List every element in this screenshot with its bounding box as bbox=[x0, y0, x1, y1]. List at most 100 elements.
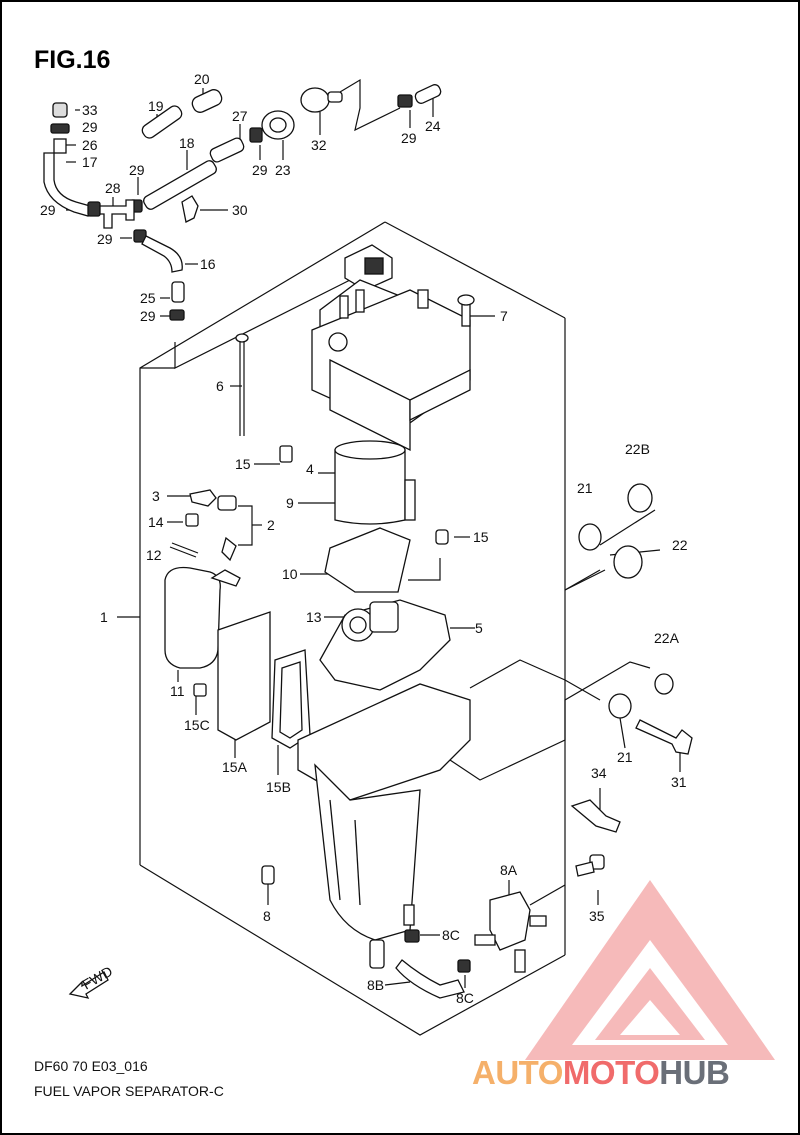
callout-14: 14 bbox=[148, 514, 164, 530]
callout-8c: 8C bbox=[456, 990, 474, 1006]
callout-29: 29 bbox=[97, 231, 113, 247]
callout-35: 35 bbox=[589, 908, 605, 924]
float-11-icon bbox=[164, 566, 221, 669]
callout-29: 29 bbox=[82, 119, 98, 135]
hose-16-icon bbox=[141, 235, 183, 273]
callout-8: 8 bbox=[263, 908, 271, 924]
hose-27-icon bbox=[209, 137, 245, 163]
mount-22-icon bbox=[613, 545, 643, 579]
callout-3: 3 bbox=[152, 488, 160, 504]
clamp-8c-icon bbox=[457, 959, 471, 973]
hose-25-icon bbox=[171, 281, 185, 303]
screw-15-icon bbox=[279, 445, 293, 463]
fwd-label: FWD bbox=[80, 963, 116, 993]
callout-24: 24 bbox=[425, 118, 441, 134]
clamp-29-icon bbox=[397, 94, 413, 108]
callout-18: 18 bbox=[179, 135, 195, 151]
callout-27: 27 bbox=[232, 108, 248, 124]
vent-hose-group bbox=[43, 84, 442, 321]
callout-12: 12 bbox=[146, 547, 162, 563]
callout-9: 9 bbox=[286, 495, 294, 511]
callout-31: 31 bbox=[671, 774, 687, 790]
callout-29: 29 bbox=[40, 202, 56, 218]
separator-flange-icon bbox=[297, 683, 471, 801]
figure-title: FIG.16 bbox=[34, 46, 111, 74]
lever-3-icon bbox=[189, 489, 217, 507]
washer-22a-icon bbox=[654, 673, 674, 695]
plate-15a-icon bbox=[217, 611, 271, 741]
callout-8c: 8C bbox=[442, 927, 460, 943]
callout-8b: 8B bbox=[367, 977, 384, 993]
callout-8a: 8A bbox=[500, 862, 518, 878]
clamp-29-icon bbox=[50, 123, 70, 134]
separator-body-group bbox=[261, 683, 471, 999]
callout-22b: 22B bbox=[625, 441, 650, 457]
figure-code: DF60 70 E03_016 bbox=[34, 1058, 148, 1074]
callout-labels: 33 29 26 17 19 20 27 18 29 23 32 29 24 2… bbox=[40, 71, 688, 1006]
fitting-8a-icon bbox=[489, 891, 531, 951]
grommet-21-icon bbox=[608, 693, 632, 719]
clip-34-icon bbox=[570, 799, 621, 833]
callout-6: 6 bbox=[216, 378, 224, 394]
clip-30-icon bbox=[181, 195, 199, 223]
callout-15b: 15B bbox=[266, 779, 291, 795]
gasket-10-icon bbox=[324, 527, 411, 593]
callout-20: 20 bbox=[194, 71, 210, 87]
callout-13: 13 bbox=[306, 609, 322, 625]
callout-11: 11 bbox=[170, 683, 185, 699]
screw-15c-icon bbox=[193, 683, 207, 697]
clamp-8c-icon bbox=[404, 929, 420, 943]
screw-14-icon bbox=[185, 513, 199, 527]
callout-23: 23 bbox=[275, 162, 291, 178]
callout-30: 30 bbox=[232, 202, 248, 218]
callout-21: 21 bbox=[617, 749, 633, 765]
float-group bbox=[164, 489, 311, 749]
callout-16: 16 bbox=[200, 256, 216, 272]
hose-17-icon bbox=[43, 152, 91, 217]
seat-2-icon bbox=[217, 495, 237, 511]
callout-17: 17 bbox=[82, 154, 98, 170]
callout-5: 5 bbox=[475, 620, 483, 636]
watermark-text: AUTOMOTOHUB bbox=[472, 1054, 730, 1092]
callout-22: 22 bbox=[672, 537, 688, 553]
bolt-31-icon bbox=[635, 719, 693, 755]
pin-12-icon bbox=[169, 546, 197, 558]
callout-29: 29 bbox=[401, 130, 417, 146]
screw-8-icon bbox=[261, 865, 275, 885]
clamp-29-icon bbox=[87, 201, 101, 217]
callout-22a: 22A bbox=[654, 630, 680, 646]
callout-15: 15 bbox=[473, 529, 489, 545]
callout-4: 4 bbox=[306, 461, 314, 477]
callout-21: 21 bbox=[577, 480, 593, 496]
hose-24-icon bbox=[414, 84, 442, 104]
callout-32: 32 bbox=[311, 137, 327, 153]
pump-9-icon bbox=[334, 449, 406, 525]
callout-34: 34 bbox=[591, 765, 607, 781]
separator-cover-group bbox=[235, 244, 475, 525]
gasket-group bbox=[319, 527, 451, 691]
callout-2: 2 bbox=[267, 517, 275, 533]
watermark-logo-icon bbox=[525, 880, 775, 1060]
figure-name: FUEL VAPOR SEPARATOR-C bbox=[34, 1083, 224, 1099]
watermark-moto: MOTO bbox=[562, 1054, 660, 1091]
assembly-frame bbox=[139, 221, 601, 1036]
hose-18-icon bbox=[143, 160, 217, 210]
screw-15-icon bbox=[435, 529, 449, 545]
joint-28-icon bbox=[99, 199, 135, 229]
callout-19: 19 bbox=[148, 98, 164, 114]
mount-group bbox=[474, 483, 693, 973]
separator-bowl-icon bbox=[314, 763, 421, 941]
callout-26: 26 bbox=[82, 137, 98, 153]
leader-lines bbox=[66, 78, 681, 988]
callout-29: 29 bbox=[252, 162, 268, 178]
callout-1: 1 bbox=[100, 609, 108, 625]
mount-22b-icon bbox=[627, 483, 653, 513]
hose-19-icon bbox=[141, 105, 183, 139]
callout-28: 28 bbox=[105, 180, 121, 196]
callout-7: 7 bbox=[500, 308, 508, 324]
hose-8b-icon bbox=[395, 959, 465, 999]
cap-33-icon bbox=[52, 102, 68, 118]
